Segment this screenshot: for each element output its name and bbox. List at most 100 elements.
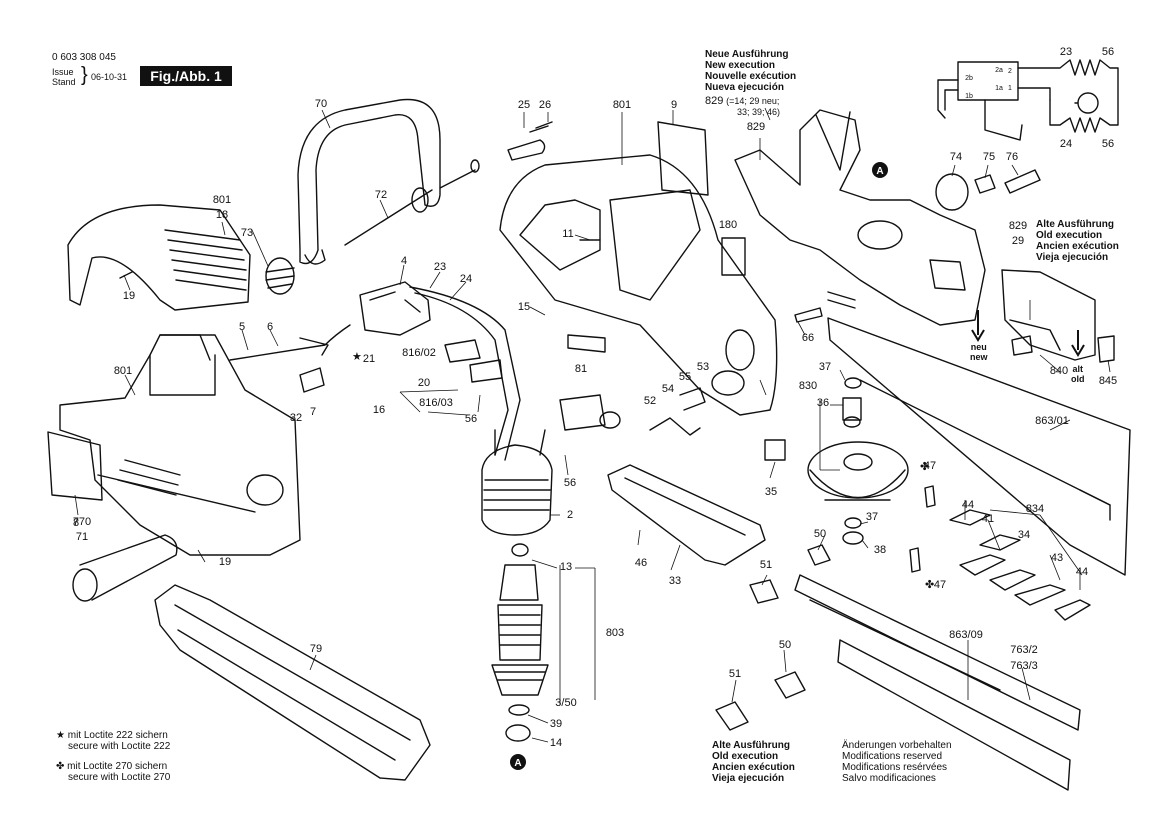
part-label-81 [567,334,606,353]
part-knob-74 [935,173,969,211]
part-label: 2 [567,509,573,521]
part-label: 73 [241,227,253,239]
part-label: 32 [290,412,302,424]
part-label: 66 [802,332,814,344]
part-label: 863/01 [1035,415,1069,427]
old-execution-block: Alte Ausführung Old execution Ancien exé… [712,740,795,784]
part-label: 37 [819,361,831,373]
part-gear-housing [734,109,986,326]
part-label: 50 [814,528,826,540]
part-motor-cover [67,204,251,311]
part-label: 829 [1009,220,1027,232]
part-label: 79 [310,643,322,655]
part-label: 21 [363,353,375,365]
part-label: 33 [669,575,681,587]
part-label: 19 [219,556,231,568]
part-label: 9 [671,99,677,111]
part-label: 43 [1051,552,1063,564]
part-label: 1a [995,85,1003,92]
new-execution-ref: 829 (=14; 29 neu; 33; 39; 46) [705,95,781,118]
part-label: 75 [983,151,995,163]
part-label: 1 [1008,85,1012,92]
part-label: 4 [401,255,407,267]
part-label: 41 [982,513,994,525]
part-label: 23 [1060,46,1072,58]
part-label: 829 [747,121,765,133]
part-label: 74 [950,151,962,163]
part-label: 26 [539,99,551,111]
part-label: 801 [613,99,631,111]
part-label: 76 [1006,151,1018,163]
part-label: 2 [1008,68,1012,75]
part-label: 39 [550,718,562,730]
part-housing-center [499,154,778,416]
part-label: 801 [114,365,132,377]
part-label: 1b [965,93,973,100]
part-label: 23 [434,261,446,273]
brace-glyph: } [81,64,88,86]
part-label: 72 [375,189,387,201]
part-label: 863/09 [949,629,983,641]
part-label: 47 [924,460,936,472]
issue-stand-labels: Issue Stand [52,67,76,87]
part-label: 24 [460,273,472,285]
part-label: 52 [644,395,656,407]
part-blade-863-09 [794,574,1081,731]
part-label: 18 [216,209,228,221]
part-number-labels: 07080118727319423245621816/0220816/03163… [73,46,1117,749]
part-label: 180 [719,219,737,231]
part-label: 50 [779,639,791,651]
part-label: 51 [729,668,741,680]
marker-A-bottom: A [510,754,526,770]
part-plate-8 [47,431,103,501]
part-label: 24 [1060,138,1072,150]
part-label: 770 [73,516,91,528]
loctite-marker-icon: ★ [352,351,362,363]
part-label: 81 [575,363,587,375]
part-label: 845 [1099,375,1117,387]
part-handle-bow [297,98,441,265]
part-label: 816/03 [419,397,453,409]
part-switch [359,281,431,336]
part-label-9 [657,121,709,196]
part-long-cover [154,584,431,781]
part-label: 56 [465,413,477,425]
cross-icon: ✤ [56,761,65,772]
part-label: 5 [239,321,245,333]
part-label: 56 [564,477,576,489]
issue-label: Issue [52,67,74,77]
part-label: 51 [760,559,772,571]
part-base-plate [607,464,766,566]
part-old-housing [1001,269,1096,361]
part-label: 46 [635,557,647,569]
part-label: 54 [662,383,674,395]
stand-label: Stand [52,77,76,87]
old-execution-block-top: Alte Ausführung Old execution Ancien exé… [1036,219,1119,263]
figure-label: Fig./Abb. 1 [140,66,232,86]
part-label: 3/50 [555,697,576,709]
part-label: 8 [73,517,79,529]
loctite-marker-icon: ✤ [920,461,929,473]
part-label: 763/2 [1010,644,1038,656]
part-label: 2a [995,67,1003,74]
part-label: 7 [310,406,316,418]
part-label: 6 [267,321,273,333]
part-label: 35 [765,486,777,498]
part-label: 19 [123,290,135,302]
part-label: 840 [1050,365,1068,377]
part-label: 25 [518,99,530,111]
part-label: 38 [874,544,886,556]
loctite-marker-icon: ✤ [925,579,934,591]
part-label: 56 [1102,46,1114,58]
issue-date: 06-10-31 [91,72,128,82]
document-number: 0 603 308 045 [52,52,116,63]
part-bar [837,639,1071,791]
loctite-222-note: ★ mit Loctite 222 sichern secure with Lo… [56,730,171,752]
part-label: 13 [560,561,572,573]
part-blade-863-01 [827,317,1131,576]
part-label: 803 [606,627,624,639]
part-label-180 [721,237,746,276]
part-label: 801 [213,194,231,206]
part-label: 834 [1026,503,1044,515]
